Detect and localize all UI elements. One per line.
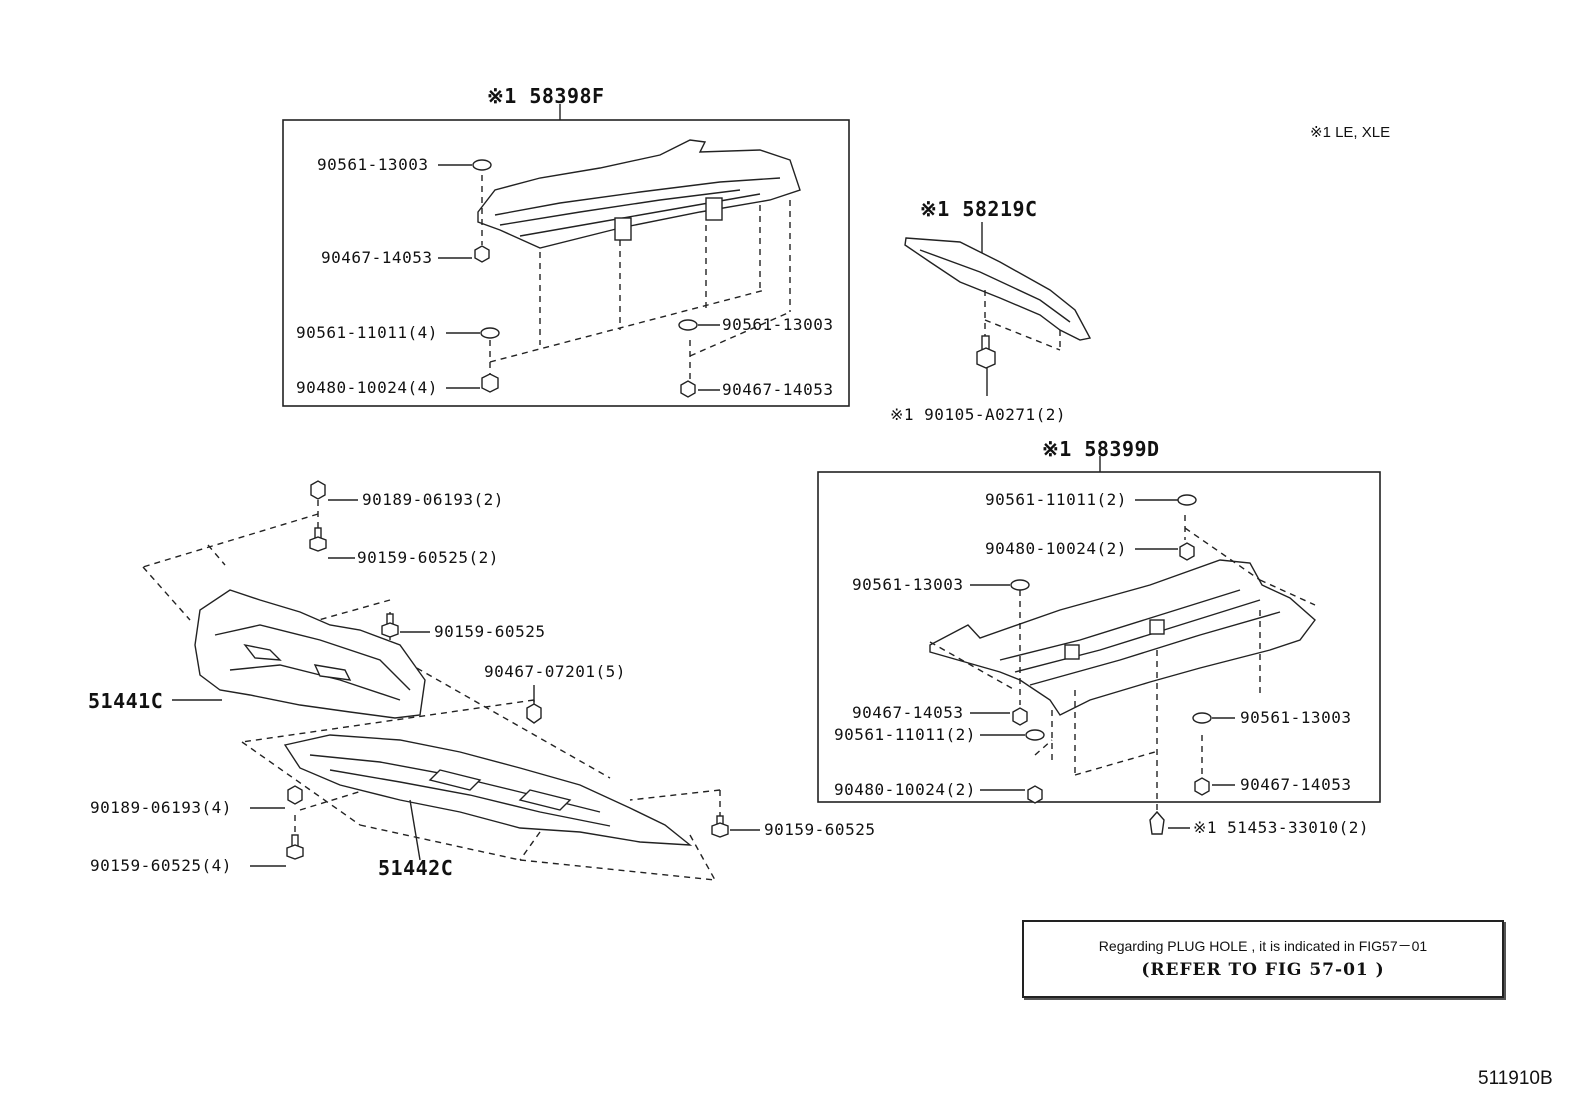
figure-id: 511910B — [1478, 1068, 1553, 1089]
group-label-58399d: ※1 58399D — [1042, 437, 1160, 461]
label-leaders-58399d — [970, 499, 1235, 829]
part-label: 90561-13003 — [317, 155, 429, 174]
part-label-51442c: 51442C — [378, 856, 454, 880]
under-cover-51442c — [283, 734, 693, 846]
part-label: 90467-14053 — [852, 703, 964, 722]
part-label: 90467-14053 — [722, 380, 834, 399]
under-cover-51441c — [194, 589, 426, 719]
part-label: 90561-13003 — [852, 575, 964, 594]
reference-note-line2: (REFER TO FIG 57-01 ) — [1141, 960, 1385, 980]
legend-note: ※1 LE, XLE — [1310, 124, 1391, 141]
label-leaders-lower-left — [172, 499, 760, 867]
dashed-leaders-58399d — [929, 515, 1316, 820]
part-label: 90561-13003 — [1240, 708, 1352, 727]
part-label: 90159-60525(4) — [90, 856, 232, 875]
part-label: 90467-14053 — [321, 248, 433, 267]
reference-note-box: Regarding PLUG HOLE , it is indicated in… — [1022, 920, 1504, 998]
part-label: 90480-10024(2) — [985, 539, 1127, 558]
part-label: 90561-11011(4) — [296, 323, 438, 342]
part-label: 90561-11011(2) — [834, 725, 976, 744]
part-label: 90467-14053 — [1240, 775, 1352, 794]
part-label: 90189-06193(4) — [90, 798, 232, 817]
part-label: 90159-60525 — [434, 622, 546, 641]
part-label: 90159-60525(2) — [357, 548, 499, 567]
part-label: 90480-10024(4) — [296, 378, 438, 397]
dashed-leaders-58398f — [481, 175, 791, 380]
brace-58219c — [904, 237, 1092, 341]
part-label: ※1 90105-A0271(2) — [890, 405, 1067, 424]
part-label: 90561-11011(2) — [985, 490, 1127, 509]
group-frame-58398f — [282, 119, 850, 407]
part-label-51441c: 51441C — [88, 689, 164, 713]
dashed-leaders-58219c — [984, 290, 1061, 351]
group-label-58398f: ※1 58398F — [487, 84, 605, 108]
fasteners-lower-left — [286, 480, 729, 860]
under-cover-58398f — [477, 139, 801, 249]
part-label: 90189-06193(2) — [362, 490, 504, 509]
part-label: 90467-07201(5) — [484, 662, 626, 681]
group-label-58219c: ※1 58219C — [920, 197, 1038, 221]
under-cover-58399d — [929, 559, 1316, 716]
group-frame-58399d — [817, 471, 1381, 803]
bolt-90105 — [976, 335, 996, 369]
reference-note-line1: Regarding PLUG HOLE , it is indicated in… — [1098, 938, 1428, 954]
part-label: 90159-60525 — [764, 820, 876, 839]
fasteners-58398f — [472, 159, 698, 398]
label-leaders-58398f — [438, 164, 720, 391]
part-label: 90480-10024(2) — [834, 780, 976, 799]
fasteners-58399d — [1010, 494, 1212, 835]
part-label: 90561-13003 — [722, 315, 834, 334]
part-label: ※1 51453-33010(2) — [1193, 818, 1370, 837]
